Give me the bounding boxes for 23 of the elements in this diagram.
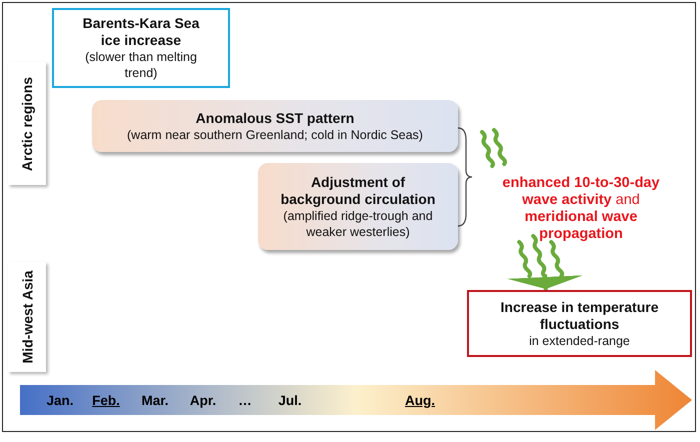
- box-heading: Barents-Kara Sea ice increase: [82, 15, 200, 49]
- box-heading: Adjustment of background circulation: [280, 174, 436, 208]
- month-label: Mar.: [142, 393, 168, 408]
- wavy-arrow: [507, 234, 584, 291]
- box-heading: Increase in temperature fluctuations: [500, 298, 660, 332]
- region-label: Mid-west Asia: [8, 262, 46, 372]
- sst-pattern-box: [92, 100, 458, 152]
- box-note: (warm near southern Greenland; cold in Nordic Seas): [126, 126, 424, 142]
- month-label: Apr.: [190, 393, 216, 408]
- box-note: (slower than melting trend): [84, 49, 198, 81]
- month-label: Jan.: [46, 393, 74, 408]
- month-label: …: [238, 393, 252, 408]
- box-note: in extended-range: [528, 332, 631, 348]
- month-label: Aug.: [405, 393, 435, 408]
- sea-ice-box: [52, 8, 230, 88]
- box-heading: Anomalous SST pattern: [194, 110, 356, 126]
- wave-activity-text: enhanced 10-to-30-day wave activity and meridional wave propagation: [501, 175, 661, 243]
- month-label: Jul.: [278, 393, 302, 408]
- box-note: (amplified ridge-trough and weaker westerlies): [282, 208, 434, 240]
- month-label: Feb.: [92, 393, 120, 408]
- region-label: Arctic regions: [8, 62, 46, 185]
- temperature-fluctuation-box: [467, 290, 692, 357]
- circulation-box: [258, 163, 458, 250]
